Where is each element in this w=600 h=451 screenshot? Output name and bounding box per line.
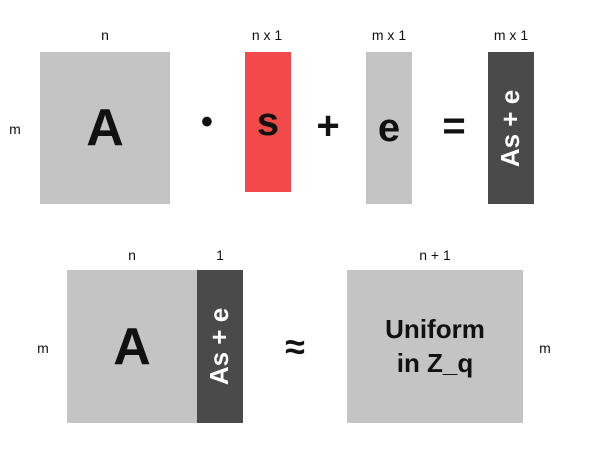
vector-s-dim: n x 1 — [251, 27, 283, 43]
bottom-matrix-a-row-dim: m — [37, 340, 49, 356]
uniform-line-1: Uniform — [385, 313, 485, 344]
bottom-matrix-a: A — [67, 270, 197, 423]
result-vector-as-plus-e: As + e — [488, 52, 534, 204]
watermark: 知乎 @金色财经 — [428, 420, 545, 444]
vector-e: e — [366, 52, 412, 204]
vector-e-label: e — [377, 105, 401, 150]
uniform-box-col-dim: n + 1 — [419, 247, 451, 263]
top-matrix-a-row-dim: m — [9, 121, 21, 137]
as-plus-e-column-dim: 1 — [216, 247, 224, 263]
uniform-box: Uniform in Z_q — [347, 270, 523, 423]
as-plus-e-column: As + e — [197, 270, 243, 423]
result-vector-dim: m x 1 — [493, 27, 529, 43]
equals-operator: = — [442, 104, 466, 148]
result-vector-label: As + e — [495, 89, 526, 167]
vector-s: s — [245, 52, 291, 192]
as-plus-e-column-label: As + e — [204, 307, 235, 386]
vector-e-dim: m x 1 — [371, 27, 407, 43]
vector-s-label: s — [256, 99, 280, 144]
bottom-matrix-a-label: A — [113, 317, 151, 376]
plus-operator: + — [316, 104, 340, 148]
top-matrix-a: A — [40, 52, 170, 204]
dot-operator: • — [201, 103, 213, 141]
top-matrix-a-label: A — [86, 99, 124, 157]
top-matrix-a-col-dim: n — [101, 27, 109, 43]
approx-operator: ≈ — [285, 326, 305, 367]
uniform-line-2: in Z_q — [396, 347, 474, 378]
watermark-text: 知乎 @金色财经 — [428, 426, 545, 443]
uniform-box-row-dim: m — [539, 340, 551, 356]
bottom-matrix-a-col-dim: n — [128, 247, 136, 263]
